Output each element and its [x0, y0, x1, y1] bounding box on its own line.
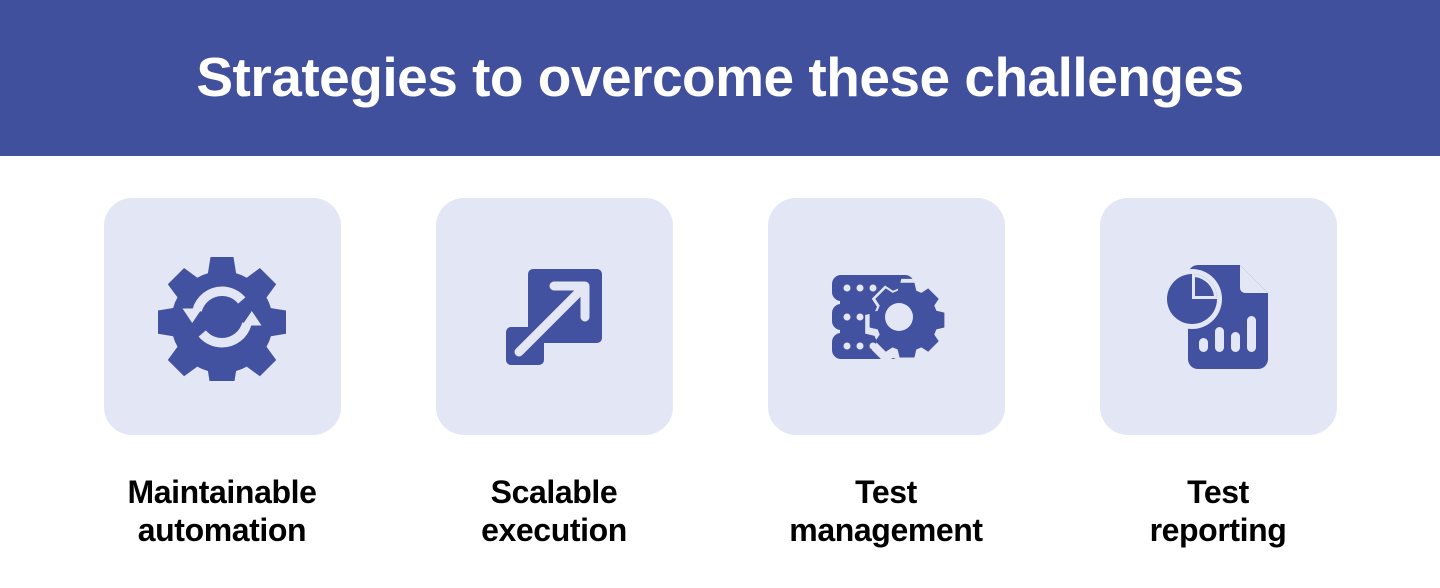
page-title: Strategies to overcome these challenges	[196, 46, 1244, 109]
icon-tile-4	[1099, 198, 1337, 435]
gear-refresh-icon	[158, 253, 286, 381]
strategy-card-maintainable-automation[interactable]: Maintainable automation	[103, 198, 341, 550]
strategy-card-scalable-execution[interactable]: Scalable execution	[435, 198, 673, 550]
card-label: Test reporting	[1149, 474, 1287, 549]
server-stack-gear-icon	[822, 253, 950, 381]
scale-expand-arrow-icon	[490, 253, 618, 381]
icon-tile-1	[103, 198, 341, 435]
icon-tile-2	[435, 198, 673, 435]
strategy-card-test-reporting[interactable]: Test reporting	[1099, 198, 1337, 550]
report-document-chart-icon	[1154, 253, 1282, 381]
card-label: Maintainable automation	[127, 474, 317, 549]
strategy-cards-row: Maintainable automation Scalable executi…	[0, 198, 1440, 550]
card-label: Test management	[789, 474, 983, 549]
header-band: Strategies to overcome these challenges	[0, 0, 1440, 156]
card-label: Scalable execution	[481, 474, 627, 549]
icon-tile-3	[767, 198, 1005, 435]
strategy-card-test-management[interactable]: Test management	[767, 198, 1005, 550]
